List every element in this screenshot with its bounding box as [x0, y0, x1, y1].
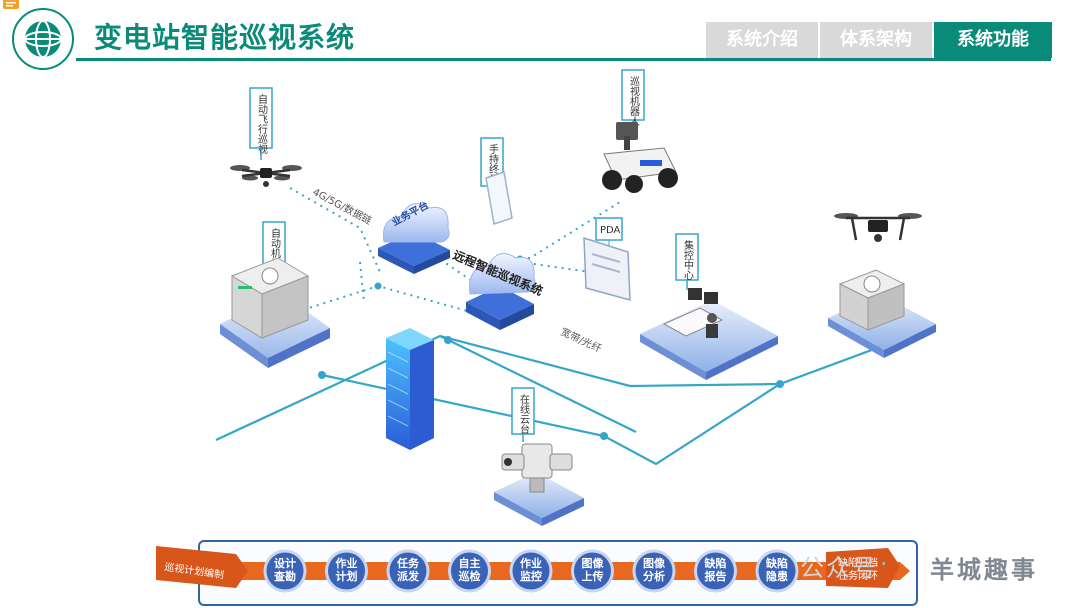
robot-icon	[602, 122, 678, 193]
ptz-camera-icon	[501, 443, 573, 493]
system-diagram: 4G/5G/数据链 宽带/光纤 自动飞行巡视 自动机场	[215, 69, 936, 526]
hangar-box-icon	[230, 257, 310, 339]
watermark-dot: ·	[880, 550, 888, 578]
tab-bar: 系统介绍 体系架构 系统功能	[706, 22, 1054, 58]
drone-icon	[230, 165, 302, 187]
handheld-terminal-group: 手持终端	[480, 137, 513, 225]
node-label-uav-auto-flight: 自动飞行巡视	[256, 93, 268, 155]
pda-group: PDA	[583, 217, 631, 301]
header-rule	[76, 58, 1051, 61]
uav-left-group: 自动飞行巡视	[230, 87, 302, 187]
node-label-control-center: 集控中心	[682, 239, 694, 280]
tab-architecture[interactable]: 体系架构	[820, 22, 932, 58]
uav-right-group	[828, 213, 936, 358]
watermark-right: 羊城趣事	[930, 556, 1038, 584]
comment-icon[interactable]	[2, 0, 20, 12]
drone-right-icon	[834, 213, 922, 242]
header: 变电站智能巡视系统 系统介绍 体系架构 系统功能	[0, 0, 1080, 70]
watermark-left: 公众号	[800, 554, 878, 582]
node-label-pda: PDA	[600, 225, 621, 236]
link-label-broadband: 宽带/光纤	[559, 325, 604, 355]
network-nodes	[318, 336, 784, 440]
hangar-right-icon	[838, 269, 906, 331]
operator-desk-icon	[662, 288, 724, 338]
online-ptz-group: 在线云台	[494, 387, 584, 526]
building-icon	[386, 328, 434, 450]
control-center-group: 集控中心	[640, 233, 778, 380]
business-platform-group: 业务平台	[378, 198, 450, 274]
auto-hangar-group: 自动机场	[220, 221, 330, 368]
tab-system-functions[interactable]: 系统功能	[934, 22, 1052, 58]
network-lines	[215, 330, 921, 466]
node-label-online-ptz: 在线云台	[518, 394, 530, 435]
state-grid-logo	[12, 8, 74, 70]
node-label-patrol-robot: 巡视机器人	[628, 76, 640, 126]
patrol-robot-group: 巡视机器人	[602, 69, 678, 193]
tab-system-intro[interactable]: 系统介绍	[706, 22, 818, 58]
page-title: 变电站智能巡视系统	[94, 21, 356, 54]
remote-system-group: 远程智能巡视系统	[451, 247, 545, 330]
